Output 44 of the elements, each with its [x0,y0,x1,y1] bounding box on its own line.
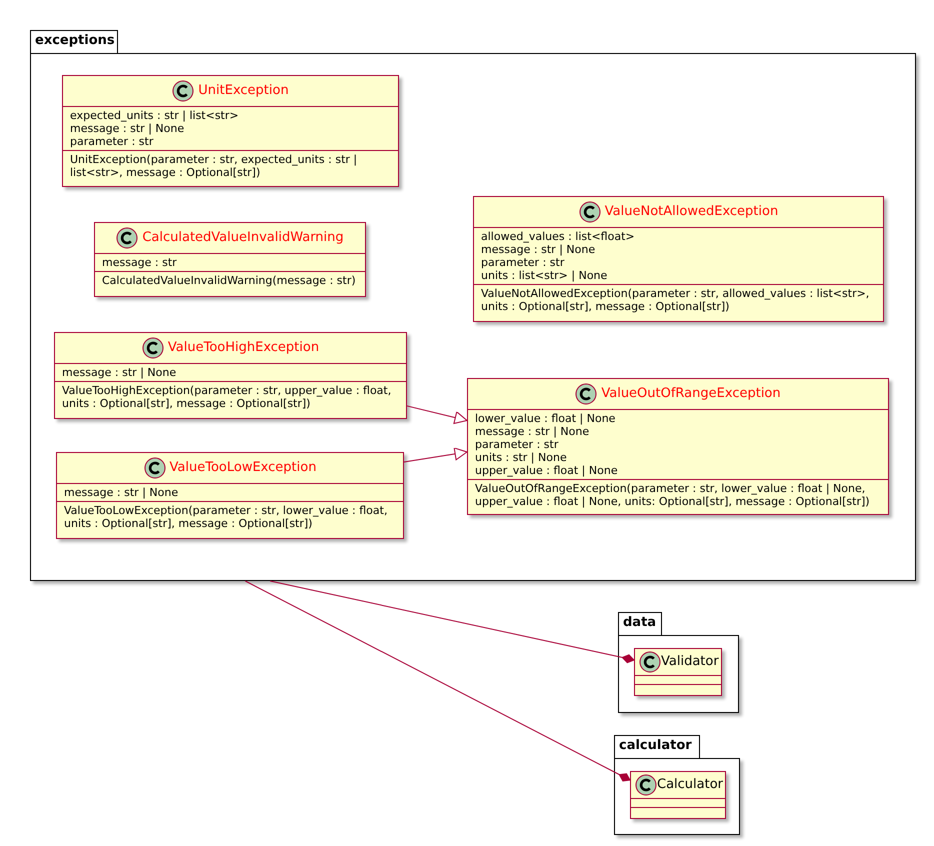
class-box [630,771,726,819]
class-box [634,648,722,696]
class-box [54,332,407,419]
composition-line [244,580,630,782]
class-method: UnitException(parameter : str, expected_units : str | list<str>, message : Optional[str]) [70,153,358,179]
class-name: ValueNotAllowedException [604,203,778,222]
class-box [94,222,366,297]
class-box [56,452,404,539]
class-method: ValueOutOfRangeException(parameter : str, lower_value : float | None, upper_value : float | None, units: Optional[str], message : Optional[str]) [475,482,871,508]
class-method: ValueNotAllowedException(parameter : str, allowed_values : list<str>, units : Optional[str], message : Optional[str]) [481,287,870,313]
package-tab: data [618,612,662,636]
class-name: ValueTooLowException [170,459,316,478]
class-attribute: parameter : str [481,256,566,269]
class-attribute: message : str [102,256,178,269]
class-attribute: expected_units : str | list<str> [70,109,240,122]
package-tab: exceptions [30,30,118,54]
class-attribute: message : str | None [475,425,590,438]
inheritance-arrow [404,447,468,462]
class-box [467,378,889,515]
class-attribute: message : str | None [70,122,186,135]
class-attribute: units : list<str> | None [481,269,608,282]
composition-line [270,580,634,664]
class-name: Validator [661,653,719,672]
class-attribute: message : str | None [62,366,178,379]
class-name: UnitException [198,82,289,100]
class-name: CalculatedValueInvalidWarning [142,229,344,248]
class-method: CalculatedValueInvalidWarning(message : str) [102,274,357,287]
class-attribute: allowed_values : list<float> [481,230,636,243]
class-attribute: parameter : str [475,438,560,451]
class-attribute: message : str | None [64,486,180,499]
class-name: Calculator [657,776,724,794]
class-method: ValueTooLowException(parameter : str, lower_value : float, units : Optional[str], message : Optional[str]) [64,504,388,530]
class-box [62,75,399,187]
class-attribute: upper_value : float | None [475,464,619,477]
class-attribute: units : str | None [475,451,568,464]
class-name: ValueOutOfRangeException [601,385,781,404]
class-name: ValueTooHighException [168,339,320,358]
class-attribute: lower_value : float | None [475,412,616,425]
class-box [473,196,884,322]
package-tab: calculator [614,735,700,759]
class-method: ValueTooHighException(parameter : str, upper_value : float, units : Optional[str], message : Optional[str]) [62,384,392,410]
class-attribute: message : str | None [481,243,596,256]
class-attribute: parameter : str [70,135,154,148]
inheritance-arrow [406,405,468,424]
